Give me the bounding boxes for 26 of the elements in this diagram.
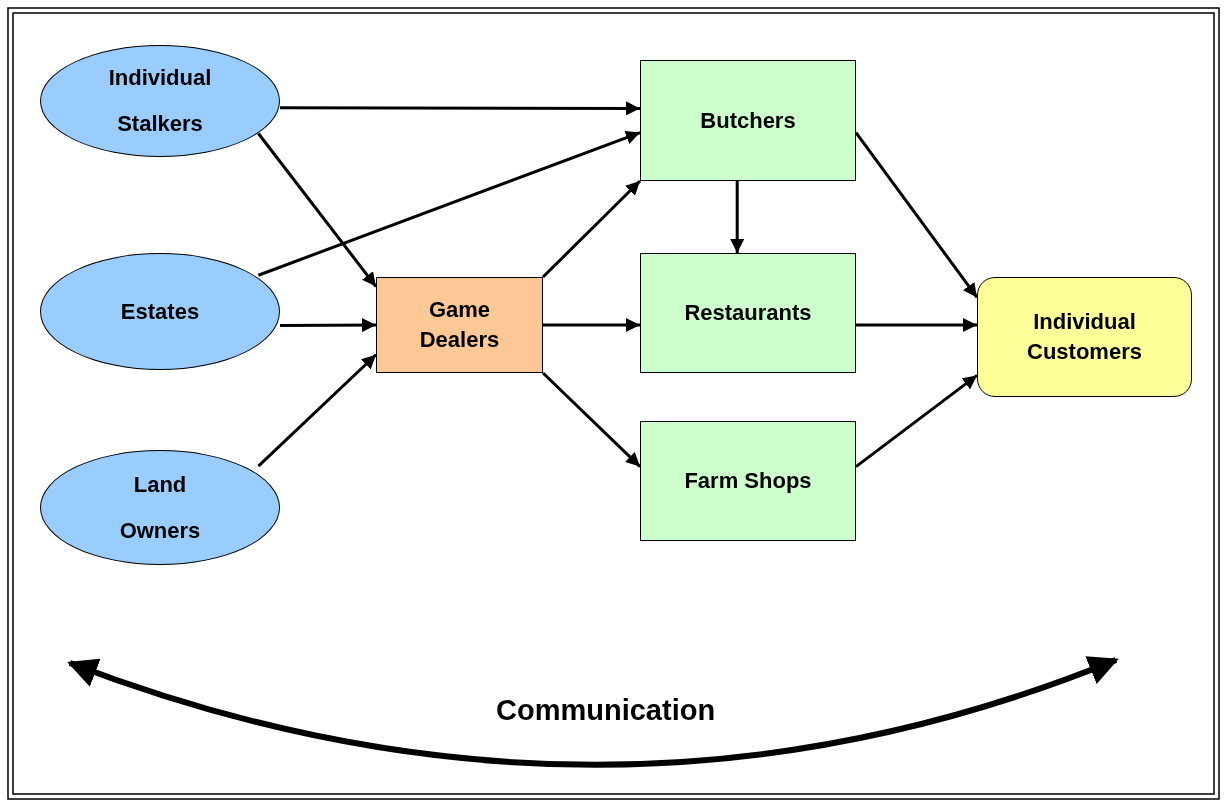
rounded-box: [977, 277, 1192, 397]
arrow: [855, 374, 978, 468]
arrow: [541, 179, 642, 279]
arrow: [257, 130, 641, 277]
arrow: [730, 181, 745, 253]
node-label: Land Owners: [118, 470, 202, 545]
node-label: Butchers: [700, 106, 796, 135]
arrow-label: Communication: [496, 694, 716, 727]
arrow: [280, 101, 640, 116]
node-label: Restaurants: [684, 299, 812, 327]
node-label: Farm Shops: [684, 467, 812, 495]
arrow: [856, 318, 977, 332]
process-box: [640, 253, 856, 373]
arrow: [854, 131, 979, 299]
node-label: Individual Stalkers: [107, 64, 213, 138]
arrow: [257, 353, 378, 468]
process-box: [640, 421, 856, 541]
process-box: [640, 60, 856, 181]
node-label: Estates: [120, 297, 200, 326]
arrow: [541, 371, 642, 468]
node-label: Individual Customers: [1026, 308, 1143, 366]
arrow: [543, 318, 640, 332]
process-box: [376, 277, 543, 373]
arrow: [257, 132, 378, 288]
arrow: [280, 318, 376, 333]
node-label: Game Dealers: [418, 296, 501, 354]
